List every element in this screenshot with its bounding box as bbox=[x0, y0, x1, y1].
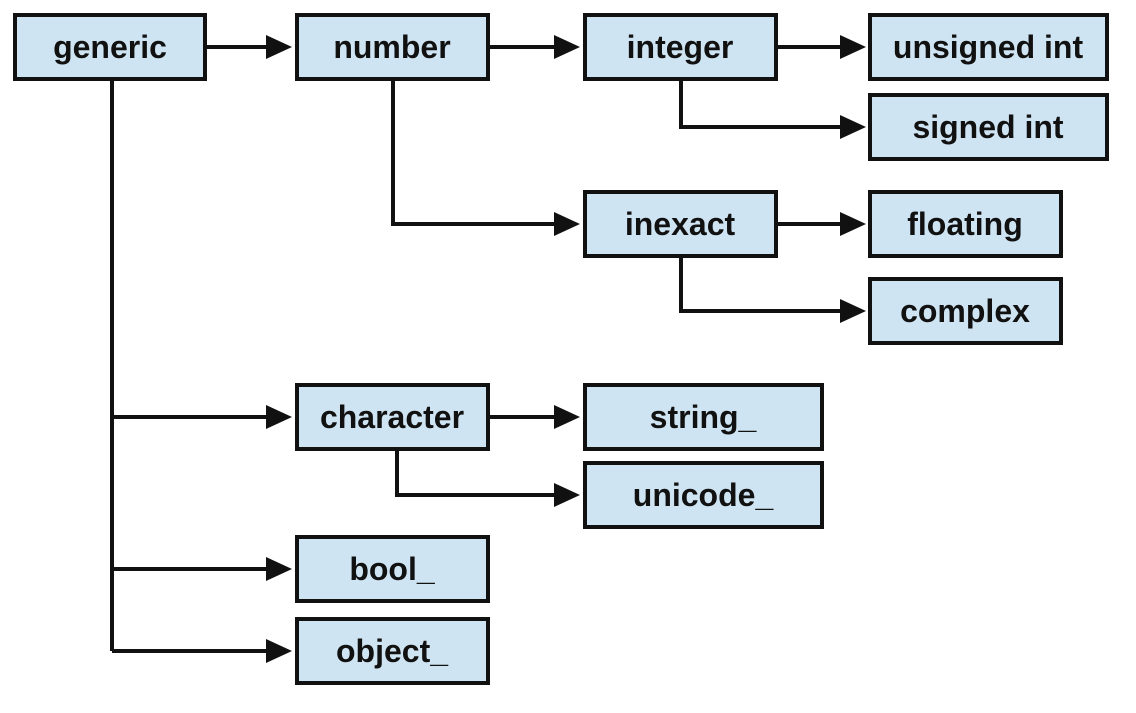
node-character-box bbox=[295, 383, 490, 451]
arrowhead-inexact bbox=[554, 212, 580, 236]
node-signed-int: signed int bbox=[868, 93, 1109, 161]
arrowhead-signed-int bbox=[840, 115, 866, 139]
node-inexact-label: inexact bbox=[625, 206, 736, 242]
arrowhead-unicode bbox=[554, 483, 580, 507]
node-character-label: character bbox=[320, 399, 464, 435]
node-object-label: object_ bbox=[336, 633, 449, 669]
node-string-label: string_ bbox=[650, 399, 758, 435]
node-generic-box bbox=[13, 13, 207, 81]
node-integer-label: integer bbox=[627, 29, 734, 65]
node-object: object_ bbox=[295, 617, 490, 685]
node-complex: complex bbox=[868, 277, 1063, 345]
node-unsigned-int: unsigned int bbox=[868, 13, 1109, 81]
arrowhead-number bbox=[266, 35, 292, 59]
node-floating-label: floating bbox=[907, 206, 1023, 242]
arrowhead-unsigned-int bbox=[840, 35, 866, 59]
node-string-box bbox=[583, 383, 824, 451]
node-string: string_ bbox=[583, 383, 824, 451]
node-unicode-label: unicode_ bbox=[633, 477, 775, 513]
node-bool-box bbox=[295, 535, 490, 603]
arrowhead-character bbox=[266, 405, 292, 429]
node-bool-label: bool_ bbox=[349, 551, 436, 587]
node-integer: integer bbox=[583, 13, 778, 81]
node-signed-int-box bbox=[868, 93, 1109, 161]
node-object-box bbox=[295, 617, 490, 685]
node-floating-box bbox=[868, 190, 1063, 258]
node-complex-label: complex bbox=[900, 293, 1030, 329]
node-number-box bbox=[295, 13, 490, 81]
arrowhead-integer bbox=[554, 35, 580, 59]
node-inexact: inexact bbox=[583, 190, 778, 258]
node-unicode-box bbox=[583, 461, 824, 529]
node-bool: bool_ bbox=[295, 535, 490, 603]
edge-character-unicode bbox=[395, 449, 556, 497]
edge-inexact-complex bbox=[679, 256, 842, 313]
node-number-label: number bbox=[333, 29, 450, 65]
node-unsigned-int-box bbox=[868, 13, 1109, 81]
edge-number-inexact bbox=[391, 79, 556, 226]
node-generic: generic bbox=[13, 13, 207, 81]
edge-integer-signed-int bbox=[679, 79, 842, 129]
node-character: character bbox=[295, 383, 490, 451]
arrowhead-string bbox=[554, 405, 580, 429]
node-inexact-box bbox=[583, 190, 778, 258]
node-generic-label: generic bbox=[53, 29, 167, 65]
node-signed-int-label: signed int bbox=[912, 109, 1063, 145]
edges bbox=[110, 35, 866, 663]
arrowhead-complex bbox=[840, 299, 866, 323]
arrowhead-floating bbox=[840, 212, 866, 236]
node-floating: floating bbox=[868, 190, 1063, 258]
arrowhead-bool bbox=[266, 557, 292, 581]
node-complex-box bbox=[868, 277, 1063, 345]
node-unicode: unicode_ bbox=[583, 461, 824, 529]
arrowhead-object bbox=[266, 639, 292, 663]
node-number: number bbox=[295, 13, 490, 81]
node-integer-box bbox=[583, 13, 778, 81]
node-unsigned-int-label: unsigned int bbox=[893, 29, 1084, 65]
